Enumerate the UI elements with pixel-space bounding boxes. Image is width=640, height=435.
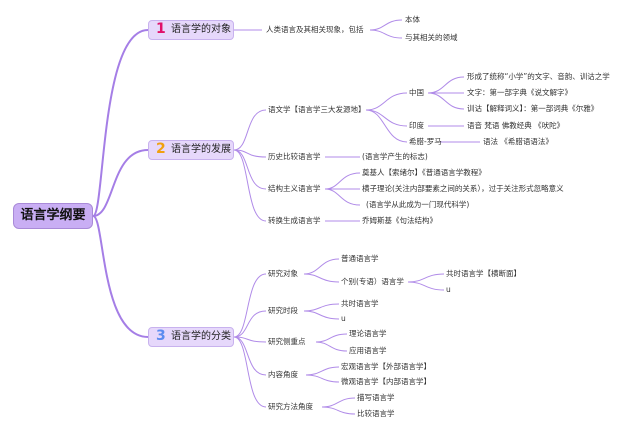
node-structural-theory[interactable]: 横子理论(关注内部要素之间的关系），过于关注形式忽略意义: [362, 184, 564, 193]
node-generative[interactable]: 转换生成语言学: [268, 216, 321, 225]
section-label: 语言学的发展: [171, 144, 231, 155]
node-theoretical[interactable]: 理论语言学: [349, 329, 387, 338]
node-comparative[interactable]: 比较语言学: [357, 409, 395, 418]
node-object-desc[interactable]: 人类语言及其相关现象，包括: [266, 25, 364, 34]
node-period[interactable]: 研究时段: [268, 306, 298, 315]
node-applied[interactable]: 应用语言学: [349, 346, 387, 355]
section-node-classification[interactable]: 3 语言学的分类: [148, 327, 234, 347]
node-structural[interactable]: 结构主义语言学: [268, 184, 321, 193]
node-method[interactable]: 研究方法角度: [268, 402, 313, 411]
section-number: 3: [156, 328, 166, 344]
node-greece-desc[interactable]: 语法 《希腊语语法》: [483, 137, 553, 146]
node-content[interactable]: 内容角度: [268, 370, 298, 379]
node-exegesis[interactable]: 训诂【解释词义】：第一部词典《尔雅》: [467, 104, 599, 113]
section-node-development[interactable]: 2 语言学的发展: [148, 140, 234, 160]
node-science[interactable]: (语言学从此成为一门现代科学): [366, 200, 470, 209]
section-label: 语言学的分类: [171, 331, 231, 342]
node-writing[interactable]: 文字：第一部字典《说文解字》: [467, 88, 572, 97]
node-general[interactable]: 普通语言学: [341, 254, 379, 263]
section-number: 1: [156, 21, 166, 37]
node-philology[interactable]: 语文学【语言学三大发源地】: [268, 105, 366, 114]
section-number: 2: [156, 141, 166, 157]
node-saussure[interactable]: 奠基人【索绪尔】《普通语言学教程》: [362, 168, 486, 177]
node-india[interactable]: 印度: [409, 121, 424, 130]
node-specific[interactable]: 个别(专语）语言学: [341, 277, 404, 286]
node-india-desc[interactable]: 语音 梵语 佛教经典 《吠陀》: [467, 121, 565, 130]
node-historical-desc[interactable]: (语言学产生的标志): [362, 152, 428, 161]
node-historical[interactable]: 历史比较语言学: [268, 152, 321, 161]
section-node-object[interactable]: 1 语言学的对象: [148, 20, 234, 40]
node-china-desc[interactable]: 形成了统称“小学”的文字、音韵、训诂之学: [467, 72, 610, 81]
node-synchronic[interactable]: 共时语言学【横断面】: [446, 269, 521, 278]
node-greece[interactable]: 希腊-罗马: [409, 137, 442, 146]
section-label: 语言学的对象: [171, 24, 231, 35]
node-u2[interactable]: u: [341, 314, 346, 323]
node-descriptive[interactable]: 描写语言学: [357, 393, 395, 402]
node-synchronic2[interactable]: 共时语言学: [341, 299, 379, 308]
node-object[interactable]: 研究对象: [268, 269, 298, 278]
node-micro[interactable]: 微观语言学【内部语言学】: [341, 377, 431, 386]
node-related-fields[interactable]: 与其相关的领域: [405, 33, 458, 42]
node-ontology[interactable]: 本体: [405, 15, 420, 24]
root-node[interactable]: 语言学纲要: [13, 203, 93, 229]
node-chomsky[interactable]: 乔姆斯基《句法结构》: [362, 216, 437, 225]
node-u1[interactable]: u: [446, 285, 451, 294]
node-focus[interactable]: 研究侧重点: [268, 337, 306, 346]
node-china[interactable]: 中国: [409, 88, 424, 97]
node-macro[interactable]: 宏观语言学【外部语言学】: [341, 362, 431, 371]
